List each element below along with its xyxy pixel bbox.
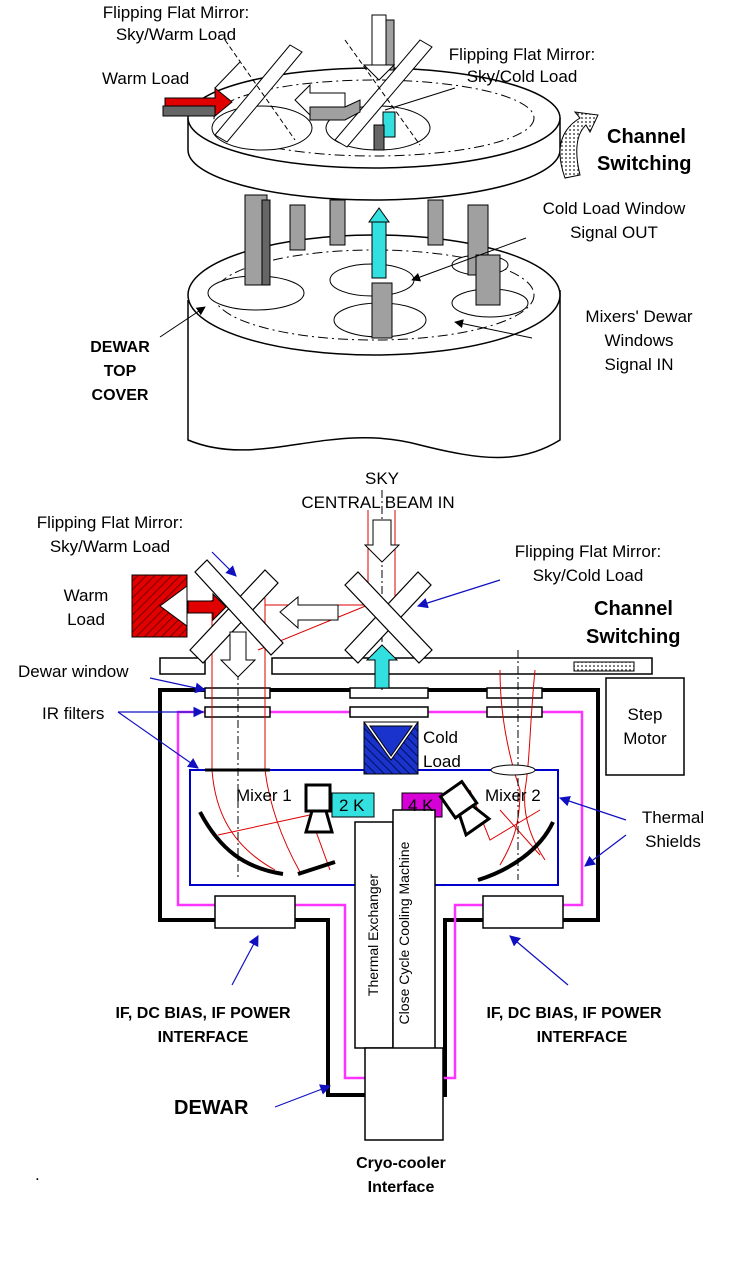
mixer1-label: Mixer 1 (236, 786, 292, 805)
bottom-mirror-left-line1: Flipping Flat Mirror: (37, 513, 183, 532)
dewar-window-label: Dewar window (18, 662, 129, 681)
mixer1-mirror (198, 811, 284, 876)
cold-load-window-label-2: Signal OUT (570, 223, 658, 242)
step-motor (605, 677, 685, 776)
window-stacks (204, 687, 543, 718)
dewar-top-cover-label-3: COVER (92, 387, 149, 404)
bottom-warm-label-2: Load (67, 610, 105, 629)
thermal-shields-label-2: Shields (645, 832, 701, 851)
bottom-warm-label-1: Warm (64, 586, 109, 605)
bottom-mirror-right (344, 571, 433, 664)
sky-beam-arrow (371, 14, 387, 66)
bottom-channel-label-2: Switching (586, 626, 680, 648)
channel-switching-rotation-arrow (559, 111, 599, 179)
down-to-mixer1-arrow (219, 631, 257, 678)
cooling-machine-label: Close Cycle Cooling Machine (396, 841, 412, 1024)
if-interface-box-right (482, 895, 564, 929)
top-warm-load-label: Warm Load (102, 69, 189, 88)
dewar-top-cover-label-1: DEWAR (90, 339, 150, 356)
stage-2k (331, 792, 375, 818)
if-right-label-2: INTERFACE (537, 1029, 628, 1046)
thermal-exchanger (354, 821, 394, 1049)
top-mirror-right-line1: Flipping Flat Mirror: (449, 45, 595, 64)
central-beam-label: CENTRAL BEAM IN (301, 493, 454, 512)
if-right-label-1: IF, DC BIAS, IF POWER (486, 1005, 662, 1022)
sky-label: SKY (365, 469, 399, 488)
mixer2-label: Mixer 2 (485, 786, 541, 805)
warm-to-cold-arrow (279, 595, 339, 630)
top-mirror-right-line2: Sky/Cold Load (467, 67, 578, 86)
thermal-shields-label-1: Thermal (642, 808, 704, 827)
top-channel-label-2: Switching (597, 153, 691, 175)
step-motor-label-2: Motor (623, 729, 667, 748)
dewar-top-cover-label-2: TOP (104, 363, 137, 380)
if-left-label-2: INTERFACE (158, 1029, 249, 1046)
cold-load-output-arrow (365, 644, 399, 689)
top-mirror-left-line2: Sky/Warm Load (116, 25, 236, 44)
mixers-windows-label-3: Signal IN (605, 355, 674, 374)
bottom-channel-label-1: Channel (594, 598, 673, 620)
dewar-window-plate (271, 657, 653, 675)
cryo-cooler-label-1: Cryo-cooler (356, 1155, 446, 1172)
mixers-windows-label-2: Windows (605, 331, 674, 350)
top-channel-label-1: Channel (607, 126, 686, 148)
top-mirror-left-line1: Flipping Flat Mirror: (103, 3, 249, 22)
warm-load-red-arrow (187, 592, 227, 622)
mixer2-block (438, 779, 492, 838)
cold-load-signal-beam (371, 217, 387, 279)
cold-load-label-1: Cold (423, 728, 458, 747)
cold-load-window-label-1: Cold Load Window (543, 199, 686, 218)
bottom-mirror-left-line2: Sky/Warm Load (50, 537, 170, 556)
step-motor-label-1: Step (628, 705, 663, 724)
cooling-machine (392, 809, 436, 1061)
dewar-window-plate-left (159, 657, 206, 675)
if-interface-box-left (214, 895, 296, 929)
if-left-label-1: IF, DC BIAS, IF POWER (115, 1005, 291, 1022)
stage-4k-label: 4 K (408, 796, 434, 815)
cryo-cooler-label-2: Interface (368, 1179, 435, 1196)
stage-2k-label: 2 K (339, 796, 365, 815)
cold-load-label-2: Load (423, 752, 461, 771)
bottom-mirror-right-line1: Flipping Flat Mirror: (515, 542, 661, 561)
flipping-mirror-left (214, 44, 303, 143)
stray-dot: . (35, 1165, 40, 1184)
mixer1-block (304, 783, 332, 813)
bottom-mirror-left (189, 559, 284, 664)
mixer2-mirror (477, 821, 555, 882)
cryo-cooler-base (364, 1047, 444, 1141)
top-isometric-view: Flipping Flat Mirror: Sky/Warm Load Flip… (90, 3, 693, 459)
dewar-label: DEWAR (174, 1097, 249, 1119)
bottom-schematic: SKY CENTRAL BEAM IN Flipping Flat Mirror… (18, 469, 704, 1196)
sky-input-arrow (363, 519, 401, 563)
thermal-exchanger-label: Thermal Exchanger (365, 874, 381, 997)
ir-filters-label: IR filters (42, 704, 104, 723)
mixers-windows-label-1: Mixers' Dewar (585, 307, 692, 326)
blue-pointers (117, 551, 627, 1108)
bottom-mirror-right-line2: Sky/Cold Load (533, 566, 644, 585)
